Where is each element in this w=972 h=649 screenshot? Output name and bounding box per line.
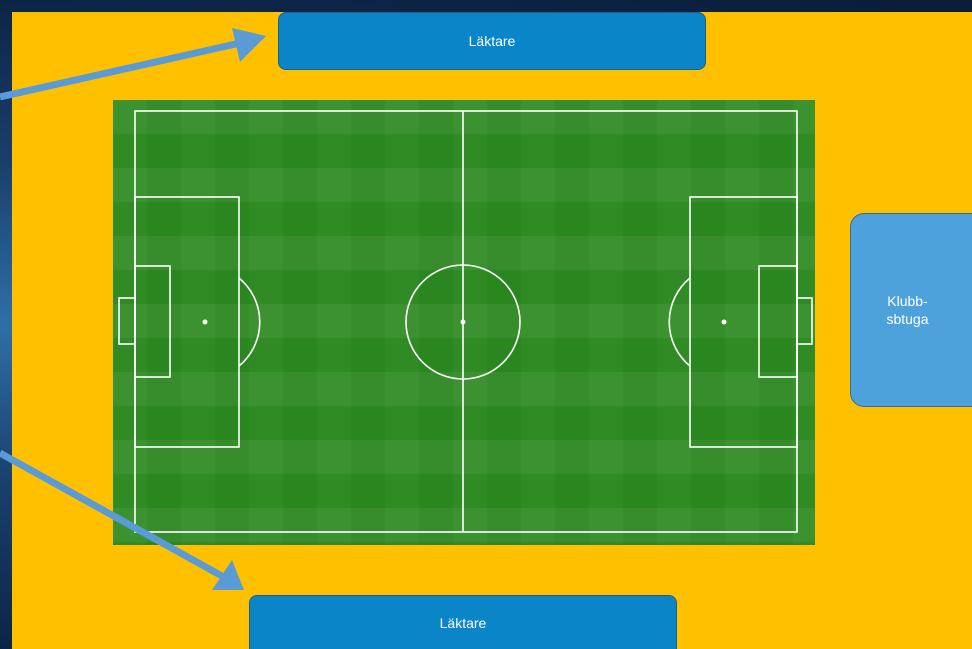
stand-top-label: Läktare <box>469 32 516 50</box>
stand-bottom-label: Läktare <box>440 614 487 632</box>
football-pitch-icon <box>113 100 815 545</box>
stand-top: Läktare <box>278 12 706 70</box>
clubhouse: Klubb- sbtuga <box>850 213 972 407</box>
clubhouse-label: Klubb- sbtuga <box>886 292 928 328</box>
stand-bottom: Läktare <box>249 595 677 649</box>
